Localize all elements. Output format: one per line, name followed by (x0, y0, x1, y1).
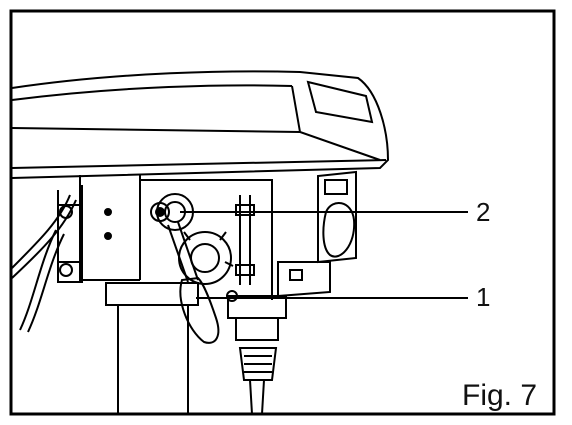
switch-box (277, 170, 357, 298)
motor-bracket (57, 185, 83, 283)
feed-handle (167, 221, 220, 344)
column (105, 282, 199, 414)
belt-cover (11, 70, 390, 179)
callout-2-label: 2 (476, 197, 491, 227)
feed-hub (178, 231, 234, 285)
figure-caption: Fig. 7 (462, 379, 538, 412)
figure-frame (9, 9, 556, 416)
head-housing (79, 175, 273, 300)
depth-stop-rod (235, 195, 255, 285)
spindle-chuck (226, 290, 287, 415)
callout-1-label: 1 (476, 282, 491, 312)
